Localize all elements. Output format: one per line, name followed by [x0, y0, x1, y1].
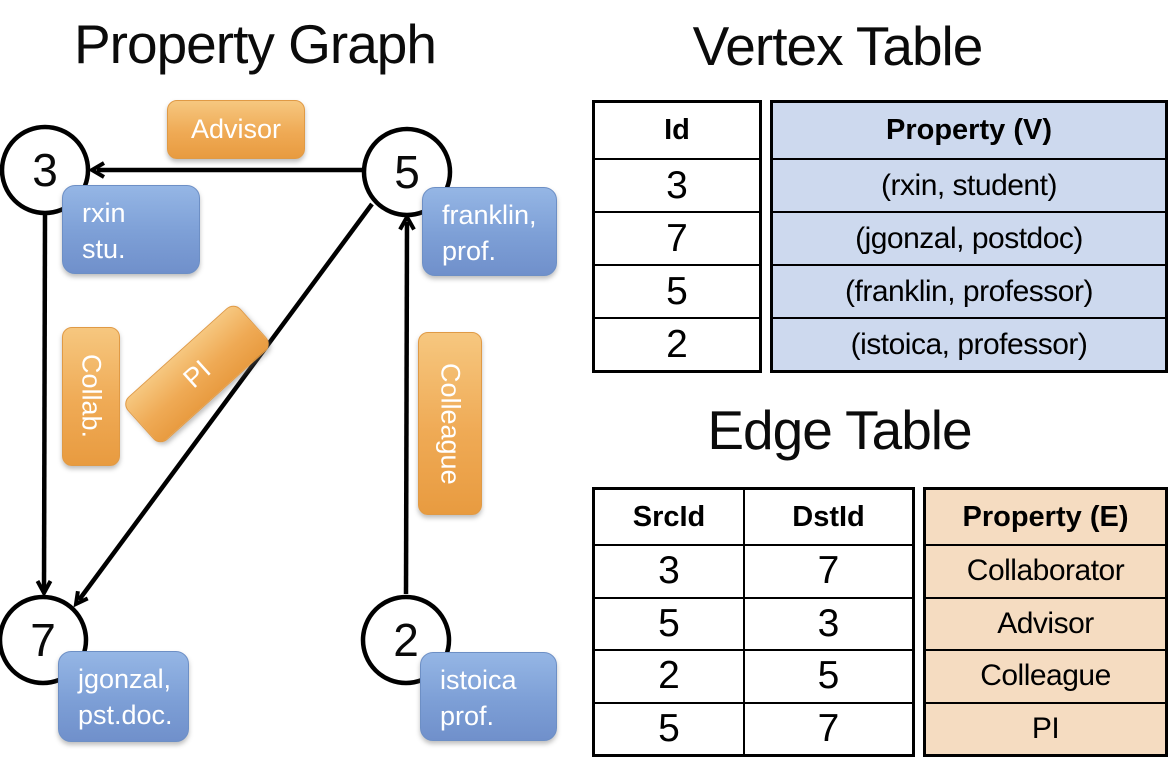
- vertex-prop-line: franklin,: [442, 200, 537, 230]
- edge-arrowhead-collab: [35, 580, 53, 598]
- edge-line-colleague-2-to-5: [403, 221, 410, 595]
- vertex-table-property-header: Property (V): [886, 114, 1052, 146]
- vertex-table-id-column: Id 3 7 5 2: [592, 100, 762, 373]
- edge-table-property-column: Property (E) Collaborator Advisor Collea…: [923, 487, 1168, 757]
- vertex-table-id-cell: 5: [666, 269, 688, 313]
- vertex-table-property-cell: (rxin, student): [881, 168, 1057, 202]
- vertex-prop-line: pst.doc.: [78, 700, 173, 731]
- edge-arrowhead-advisor: [88, 161, 106, 179]
- edge-line-collab-3-to-7: [41, 213, 48, 591]
- vertex-prop-line: prof.: [440, 701, 495, 732]
- vertex-table-id-cell: 3: [666, 163, 688, 207]
- vertex-table-property-cell: (istoica, professor): [850, 327, 1088, 361]
- vertex-table-title: Vertex Table: [692, 15, 984, 77]
- edge-table-src-cell: 3: [658, 549, 680, 593]
- edge-table-property-cell: Advisor: [997, 606, 1094, 640]
- edge-label-advisor: Advisor: [167, 100, 305, 159]
- vertex-prop-line: jgonzal,: [78, 664, 172, 694]
- edge-table-dst-cell: 7: [743, 546, 912, 597]
- vertex-table-property-column: Property (V) (rxin, student) (jgonzal, p…: [770, 100, 1168, 373]
- edge-table-title: Edge Table: [707, 399, 972, 461]
- edge-table-src-cell: 5: [658, 706, 680, 750]
- edge-table-id-columns: SrcId DstId 3 7 5 3 2 5 5 7: [592, 487, 915, 757]
- edge-table-src-header: SrcId: [632, 500, 706, 533]
- vertex-property-box-franklin: franklin, prof.: [422, 187, 557, 276]
- edge-table-property-header: Property (E): [962, 500, 1129, 533]
- edge-table-property-cell: Colleague: [980, 659, 1111, 693]
- vertex-table-id-cell: 7: [666, 216, 688, 260]
- edge-arrowhead-pi: [73, 590, 89, 608]
- edge-line-pi-5-to-7: [77, 202, 374, 602]
- vertex-prop-line: istoica: [440, 665, 517, 695]
- edge-table-dst-cell: 3: [743, 598, 912, 649]
- vertex-prop-line: rxin: [82, 198, 126, 228]
- vertex-table-id-header: Id: [664, 114, 690, 146]
- edge-table-property-cell: Collaborator: [966, 554, 1125, 588]
- vertex-property-box-rxin: rxin stu.: [62, 185, 200, 274]
- edge-table-dst-header: DstId: [743, 490, 912, 544]
- edge-table-src-cell: 5: [658, 601, 680, 645]
- vertex-table-id-cell: 2: [666, 322, 688, 366]
- node-id-5: 5: [394, 146, 420, 198]
- property-graph-title: Property Graph: [73, 13, 437, 75]
- vertex-table-property-cell: (franklin, professor): [845, 274, 1093, 308]
- vertex-property-box-istoica: istoica prof.: [420, 652, 557, 741]
- node-id-7: 7: [30, 614, 56, 666]
- edge-table-dst-cell: 5: [743, 651, 912, 702]
- vertex-prop-line: prof.: [442, 236, 497, 267]
- vertex-table-property-cell: (jgonzal, postdoc): [855, 221, 1083, 255]
- node-id-2: 2: [393, 614, 419, 666]
- vertex-prop-line: stu.: [82, 234, 126, 265]
- edge-label-colleague: Colleague: [418, 332, 482, 515]
- edge-table-src-cell: 2: [658, 654, 680, 698]
- edge-table-property-cell: PI: [1031, 711, 1060, 745]
- edge-table-dst-cell: 7: [743, 703, 912, 754]
- node-id-3: 3: [32, 144, 58, 196]
- vertex-property-box-jgonzal: jgonzal, pst.doc.: [58, 651, 189, 742]
- edge-label-collab: Collab.: [62, 327, 120, 466]
